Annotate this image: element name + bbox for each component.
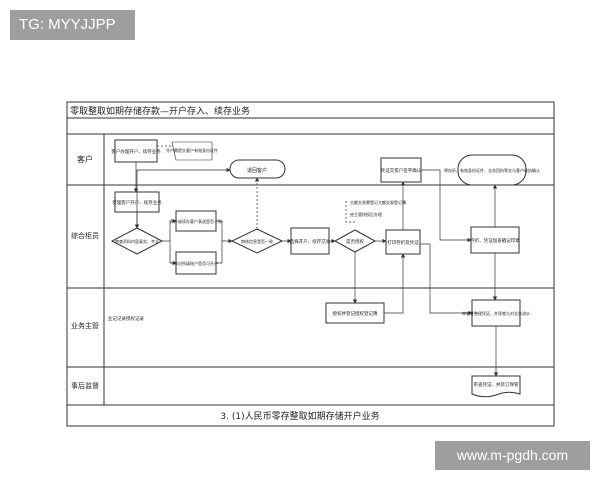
node-compare-ok-label: 审核信息是否一致 — [241, 238, 273, 244]
node-give-passbook-label: 将存折、有效身份证件、业务回执等交与客户收执确认 — [444, 167, 540, 173]
node-customer-sign-label: 凭证交客户签字确认 — [381, 167, 422, 174]
node-verify-account-label: 核对所填账户是否可开户 — [174, 260, 218, 266]
node-customer-sign — [380, 157, 422, 183]
node-audit-review — [471, 375, 521, 398]
node-print-vouchers — [385, 229, 421, 255]
node-check-docs-label: 审查资料内容真实、齐全 — [115, 238, 159, 244]
node-need-auth-label: 是否授权 — [346, 238, 364, 245]
node-customer-note-label: 开户需提交客户有效身份证件 — [166, 147, 218, 153]
diagram-title: 零取整取如期存储存款—开户存入、续存业务 — [70, 105, 250, 117]
diagram-frame — [66, 101, 555, 427]
lane-teller: 综合柜员 — [71, 231, 99, 240]
node-supervisor-note: 业记记录授权记录 — [108, 315, 144, 322]
node-start-customer-label: 客户办理开户、续存业务 — [111, 148, 161, 155]
lane-customer: 客户 — [77, 154, 93, 164]
node-customer-note — [171, 141, 213, 161]
node-fill-form-label: 开户或续存客户表送是否一致 — [170, 218, 222, 224]
node-select-type-label: 选择开户、续存交易 — [290, 238, 331, 245]
node-compare-ok — [230, 228, 284, 254]
connectors — [133, 145, 499, 377]
node-give-passbook — [457, 154, 527, 186]
node-return-customer-label: 退回客户 — [247, 167, 267, 174]
lane-audit: 事后监督 — [71, 381, 99, 390]
node-note-auth: 经主管授权后办理 — [350, 211, 382, 217]
node-print-vouchers-label: 打印存折及凭证 — [387, 239, 419, 246]
watermark-bottom: www.m-pgdh.com — [435, 441, 590, 470]
node-supervisor-review-label: 审查并整理凭证、并逐笔与对业务流水 — [462, 310, 530, 316]
node-deliver-label: 存折、凭证加盖戳记印章 — [470, 237, 520, 244]
node-note-register: 大额交易需登记大额交易登记簿 — [350, 199, 406, 205]
diagram-caption: 3. (1)人民币零存整取如期存储开户业务 — [220, 410, 379, 422]
watermark-top: TG: MYYJJPP — [10, 10, 135, 40]
node-supervisor-review — [471, 299, 521, 327]
node-auth-register-label: 授权并登记授权登记簿 — [333, 310, 378, 317]
node-check-docs — [110, 227, 164, 255]
node-audit-review-label: 审查凭证、并装订保管 — [474, 381, 519, 388]
lane-supervisor: 业务主管 — [71, 321, 99, 330]
